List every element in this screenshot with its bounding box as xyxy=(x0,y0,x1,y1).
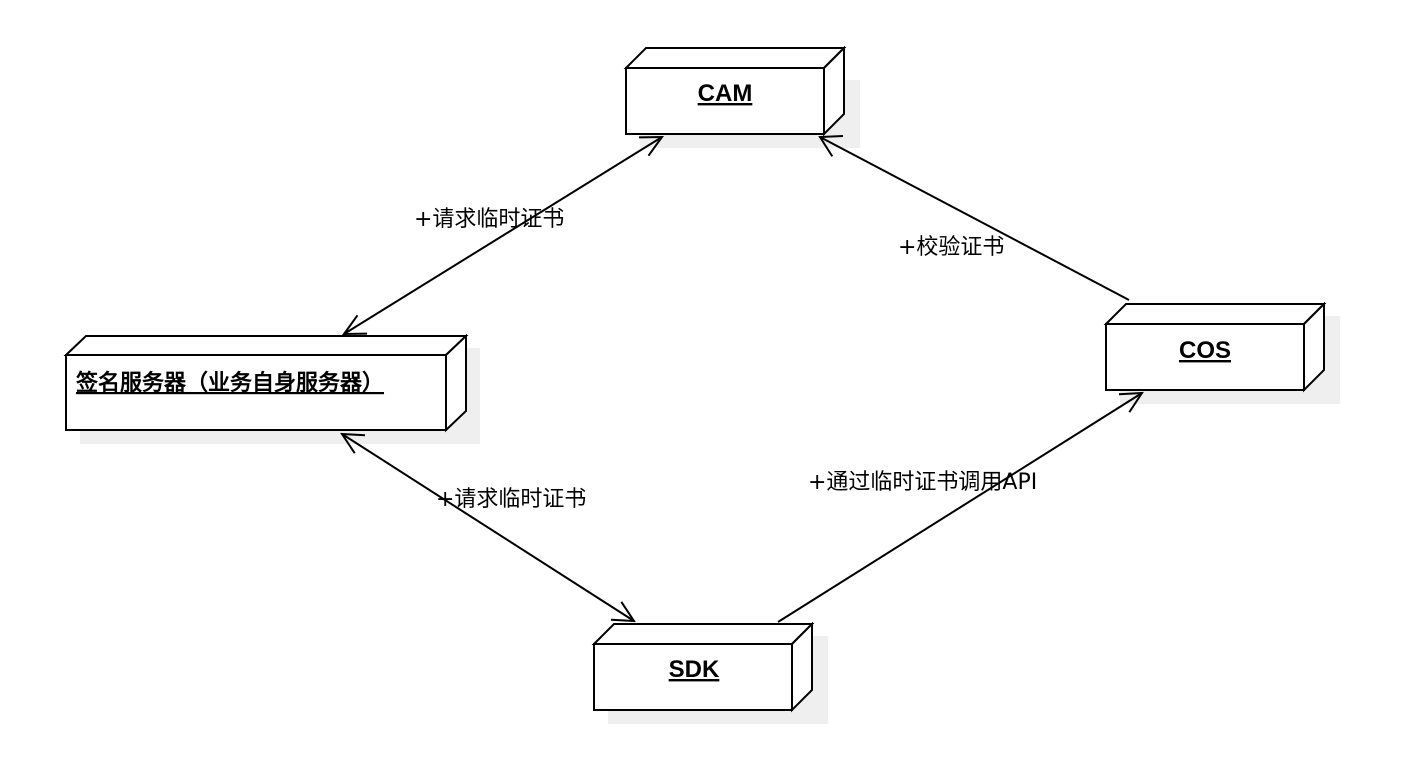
node-signing-server[interactable]: 签名服务器（业务自身服务器） xyxy=(63,333,480,444)
node-sdk-label: SDK xyxy=(669,656,720,683)
node-sdk-top-face xyxy=(591,623,815,645)
edge-sdk-to-signing-label: +请求临时证书 xyxy=(436,487,586,512)
node-signing-server-front-face xyxy=(65,354,447,431)
node-sdk-front-face xyxy=(593,643,793,711)
arrowhead-sdk-to-cos xyxy=(1118,391,1144,413)
edge-cos-to-cam-label: +校验证书 xyxy=(898,235,1004,260)
edge-signing-to-cam-line xyxy=(343,136,663,335)
edge-signing-to-cam-label: +请求临时证书 xyxy=(414,207,564,232)
node-signing-server-top-face xyxy=(63,335,469,356)
node-cam-top-face xyxy=(623,47,847,69)
node-signing-server-label: 签名服务器（业务自身服务器） xyxy=(75,370,384,396)
edge-sdk-to-cos-label: +通过临时证书调用API xyxy=(808,470,1037,495)
node-cos-top-face xyxy=(1103,303,1327,325)
node-cos-front-face xyxy=(1105,323,1305,391)
edge-cos-to-cam-line xyxy=(819,136,1130,301)
arrowhead-signing-end xyxy=(342,314,368,336)
edge-sdk-to-signing-line xyxy=(341,433,635,622)
arrowhead-cam-end xyxy=(638,135,664,157)
node-cam-front-face xyxy=(625,67,825,135)
edge-sdk-to-signing[interactable]: +请求临时证书 xyxy=(340,432,636,623)
arrowhead-cos-to-cam xyxy=(818,135,844,157)
node-cos[interactable]: COS xyxy=(1103,301,1340,404)
edge-signing-to-cam[interactable]: +请求临时证书 xyxy=(342,135,664,336)
arrowhead-sdk-end xyxy=(610,601,636,623)
node-cos-label: COS xyxy=(1179,337,1231,364)
node-sdk[interactable]: SDK xyxy=(591,621,828,724)
edge-sdk-to-cos-line xyxy=(777,392,1143,623)
arrowhead-signing-bottom-end xyxy=(340,432,366,454)
node-cam[interactable]: CAM xyxy=(623,45,860,148)
node-cam-label: CAM xyxy=(698,80,753,107)
edge-cos-to-cam[interactable]: +校验证书 xyxy=(818,135,1130,301)
edge-sdk-to-cos[interactable]: +通过临时证书调用API xyxy=(777,391,1144,623)
